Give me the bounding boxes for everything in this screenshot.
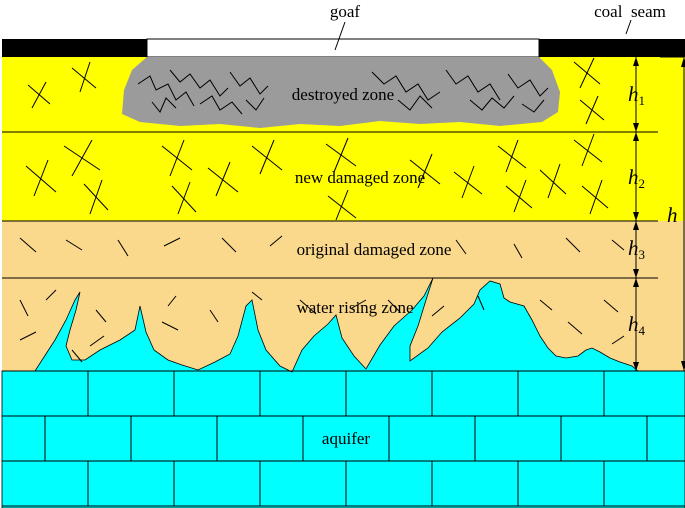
total-height-label: h [667, 203, 678, 227]
coal-seam-leader [625, 19, 632, 35]
water-intrusion [1, 277, 685, 508]
layer-boundaries [2, 131, 658, 279]
goaf-label: goaf [330, 2, 361, 21]
h3-label: h3 [628, 236, 645, 262]
dimension-arrows [633, 57, 685, 371]
h2-label: h2 [628, 165, 645, 191]
aquifer-label: aquifer [322, 429, 370, 448]
water-rising-zone-label: water rising zone [296, 298, 413, 317]
h1-label: h1 [628, 82, 645, 108]
new-damaged-zone-label: new damaged zone [295, 168, 425, 187]
aquifer-bricks [2, 370, 685, 507]
coal-seam-left [2, 39, 147, 57]
coal-seam-right [539, 39, 685, 57]
goaf-leader [334, 21, 346, 51]
destroyed-zone-cracks [137, 69, 549, 115]
dash-fractures [19, 235, 625, 363]
h4-label: h4 [628, 312, 646, 338]
original-damaged-zone-label: original damaged zone [297, 240, 452, 259]
x-fractures [25, 57, 609, 221]
goaf-void [146, 38, 540, 58]
destroyed-zone-label: destroyed zone [292, 85, 394, 104]
coal-seam-label: coal seam [594, 2, 666, 21]
